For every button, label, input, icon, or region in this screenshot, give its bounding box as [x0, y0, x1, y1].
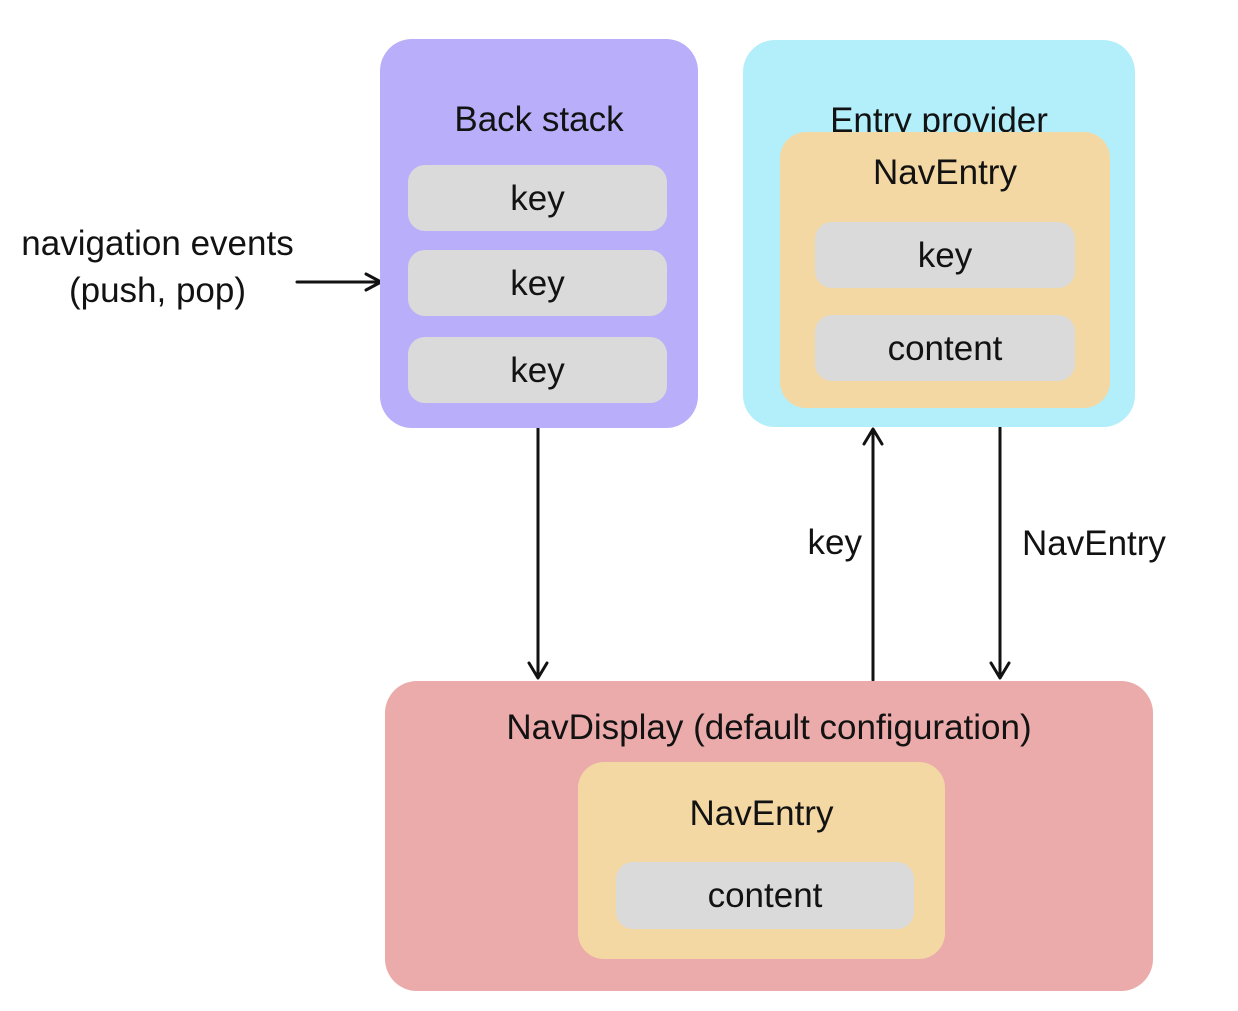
back-stack-key-chip: key	[408, 250, 667, 316]
back-stack-key-chip: key	[408, 337, 667, 403]
key-chip-label: key	[917, 235, 973, 275]
nav-display-box: NavDisplay (default configuration) NavEn…	[385, 681, 1153, 991]
naventry-arrow-label: NavEntry	[1022, 524, 1166, 563]
key-chip-label: key	[510, 350, 565, 390]
key-chip: key	[815, 222, 1075, 288]
content-chip-label: content	[887, 328, 1003, 368]
naventry-title: NavEntry	[873, 153, 1017, 192]
content-chip: content	[616, 862, 914, 929]
entry-provider-box: Entry provider NavEntry key content	[743, 40, 1135, 427]
content-chip: content	[815, 315, 1075, 381]
backstack-to-navdisplay-arrow	[527, 426, 549, 680]
key-arrow-label: key	[807, 523, 862, 562]
naventry-box: NavEntry key content	[780, 132, 1110, 408]
naventry-box: NavEntry content	[578, 762, 945, 959]
content-chip-label: content	[707, 876, 823, 915]
naventry-title: NavEntry	[689, 794, 834, 833]
back-stack-box: Back stack key key key	[380, 39, 698, 428]
navigation-events-label: navigation events (push, pop)	[5, 220, 310, 314]
navigation-events-line2: (push, pop)	[68, 271, 247, 310]
naventry-down-arrow	[989, 425, 1011, 680]
key-chip-label: key	[510, 263, 565, 303]
back-stack-title: Back stack	[454, 100, 624, 139]
key-chip-label: key	[510, 178, 565, 218]
nav-display-title: NavDisplay (default configuration)	[506, 708, 1032, 747]
back-stack-key-chip: key	[408, 165, 667, 231]
key-up-arrow	[862, 427, 884, 682]
navigation-events-line1: navigation events	[21, 224, 294, 263]
